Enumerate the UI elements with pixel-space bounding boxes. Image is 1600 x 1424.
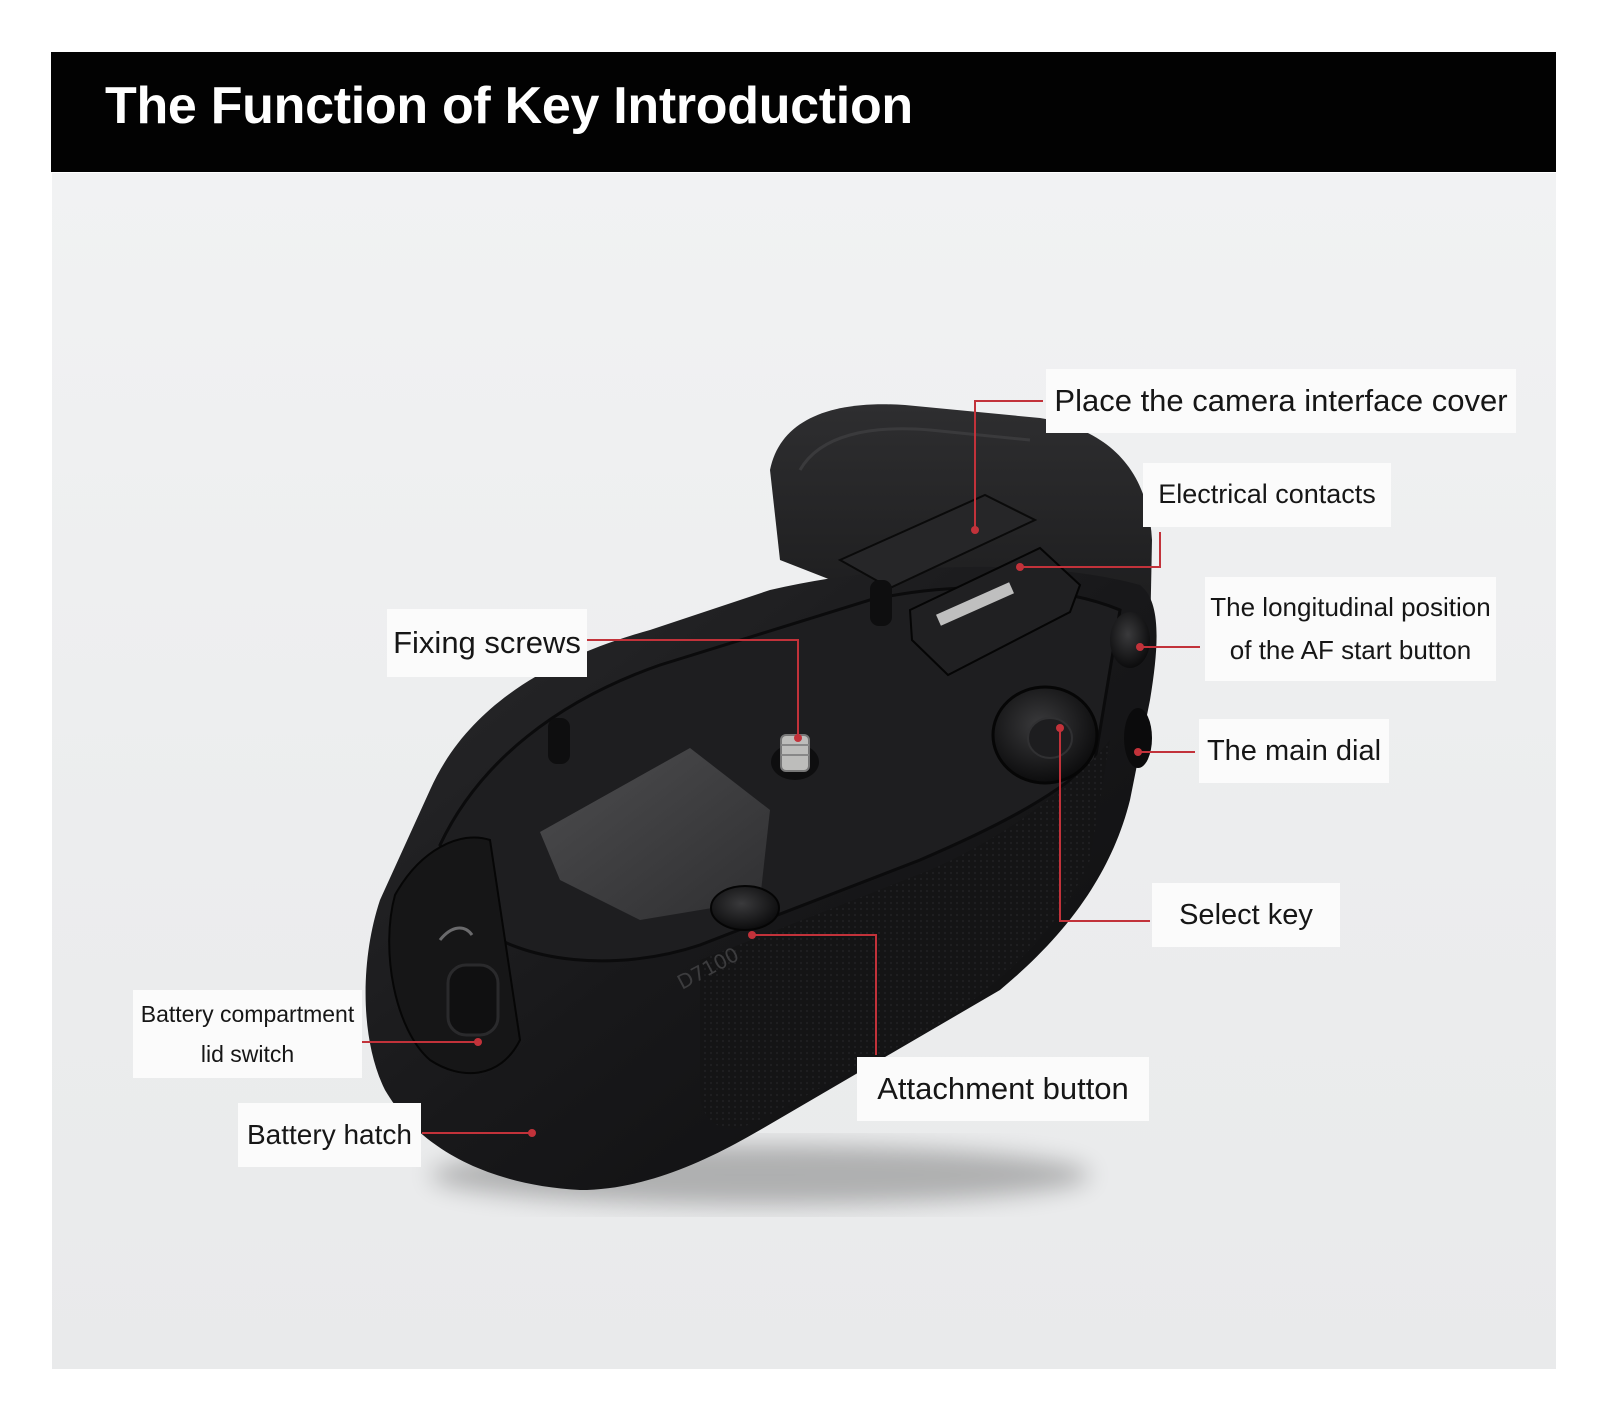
callout-line: The main dial [1206, 734, 1382, 767]
leader-attachment-button [752, 934, 877, 1055]
callout-line: Attachment button [877, 1070, 1129, 1106]
callout-fixing-screws: Fixing screws [387, 609, 587, 677]
leader-lines [362, 400, 1200, 1134]
callout-af-start-button: The longitudinal position of the AF star… [1205, 577, 1496, 681]
callout-line: of the AF start button [1229, 635, 1472, 665]
callout-battery-lid-switch: Battery compartment lid switch [133, 990, 362, 1078]
leader-electrical-contacts [1020, 532, 1161, 568]
leader-select-key [1059, 728, 1150, 922]
page-title: The Function of Key Introduction [105, 77, 913, 135]
locating-pin-front [548, 718, 570, 764]
leader-fixing-screws [587, 639, 799, 738]
callout-line: The longitudinal position [1210, 592, 1491, 623]
rubber-grip [700, 740, 1110, 1129]
callout-line: lid switch [200, 1041, 295, 1067]
electrical-contacts-block [908, 546, 1082, 677]
select-key-multiselector [991, 685, 1099, 785]
callout-line: Electrical contacts [1158, 479, 1376, 510]
callout-line: Fixing screws [393, 624, 581, 660]
callout-line: Battery compartment [140, 1000, 355, 1027]
callout-electrical-contacts: Electrical contacts [1143, 463, 1391, 527]
attachment-button [710, 885, 780, 931]
label-plate [540, 748, 770, 920]
af-start-button [1110, 612, 1150, 668]
callout-select-key: Select key [1152, 883, 1340, 947]
callout-line: Battery hatch [247, 1118, 412, 1150]
contact-pins [936, 582, 1014, 626]
callout-interface-cover: Place the camera interface cover [1046, 369, 1516, 433]
callout-line: Place the camera interface cover [1054, 382, 1508, 418]
grip-edge-highlight [798, 427, 1031, 471]
main-dial-wheel [1124, 708, 1152, 768]
title-bar: The Function of Key Introduction [51, 52, 1556, 172]
callout-line: Select key [1179, 898, 1313, 931]
leader-interface-cover [974, 400, 1043, 530]
fixing-screw [771, 734, 819, 780]
callout-main-dial: The main dial [1199, 719, 1389, 783]
lid-switch-arrow [438, 926, 474, 941]
leader-endpoints [474, 526, 1144, 1137]
interface-cover-plate [837, 493, 1038, 590]
lid-switch [446, 963, 500, 1037]
callout-attachment-button: Attachment button [857, 1057, 1149, 1121]
callout-battery-hatch: Battery hatch [238, 1103, 421, 1167]
locating-pin-back [870, 580, 892, 626]
